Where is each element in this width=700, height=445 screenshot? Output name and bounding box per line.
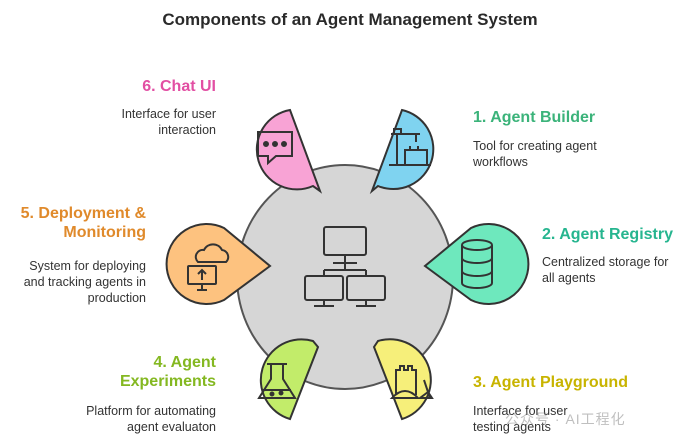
chat-ui-desc-line: Interface for user (121, 107, 217, 121)
database-icon (461, 239, 493, 289)
agent-experiments-petal (259, 338, 320, 421)
agent-playground-desc-line: Interface for user (473, 404, 568, 418)
agent-playground-desc-line: testing agents (473, 420, 551, 434)
agent-registry-desc-line: Centralized storage for (542, 255, 669, 269)
deployment-monitoring-desc-line: and tracking agents in (23, 275, 146, 289)
flask-icon (257, 363, 297, 399)
network-computers-icon (304, 226, 386, 307)
agent-experiments-description: Platform for automating agent evaluaton (46, 403, 216, 435)
chat-ui-heading: 6. Chat UI (142, 78, 216, 95)
agent-experiments-desc-line: agent evaluaton (127, 420, 216, 434)
chat-bubble-icon (257, 131, 293, 166)
agent-builder-description: Tool for creating agent workflows (473, 138, 643, 170)
agent-registry-desc-line: all agents (542, 271, 596, 285)
agent-builder-desc-line: Tool for creating agent (473, 139, 597, 153)
chat-ui-desc-line: interaction (158, 123, 216, 137)
deployment-monitoring-desc-line: production (87, 291, 146, 305)
agent-registry-petal (423, 223, 530, 305)
agent-registry-description: Centralized storage for all agents (542, 254, 692, 286)
deployment-monitoring-desc-line: System for deploying (29, 259, 146, 273)
agent-experiments-heading: 4. Agent Experiments (60, 353, 216, 391)
agent-experiments-heading-line: 4. Agent (153, 354, 216, 371)
sandcastle-icon (389, 365, 434, 399)
chat-ui-petal (255, 108, 323, 194)
cloud-monitor-icon (187, 243, 230, 291)
deployment-monitoring-heading-line: Monitoring (63, 224, 146, 241)
chat-ui-description: Interface for user interaction (76, 106, 217, 138)
agent-playground-petal (372, 338, 432, 421)
deployment-monitoring-description: System for deploying and tracking agents… (6, 258, 146, 306)
agent-registry-heading: 2. Agent Registry (542, 226, 673, 243)
deployment-monitoring-heading-line: 5. Deployment & (20, 205, 146, 222)
agent-experiments-heading-line: Experiments (119, 373, 216, 390)
agent-experiments-desc-line: Platform for automating (86, 404, 216, 418)
crane-construction-icon (389, 128, 431, 166)
agent-builder-desc-line: workflows (473, 155, 528, 169)
diagram-title: Components of an Agent Management System (162, 10, 538, 29)
agent-builder-heading: 1. Agent Builder (473, 109, 596, 126)
agent-playground-heading: 3. Agent Playground (473, 374, 628, 391)
watermark: 公众号 · AI工程化 (505, 411, 626, 427)
deployment-monitoring-heading: 5. Deployment & Monitoring (6, 204, 146, 242)
agent-playground-description: Interface for user testing agents (473, 403, 623, 435)
